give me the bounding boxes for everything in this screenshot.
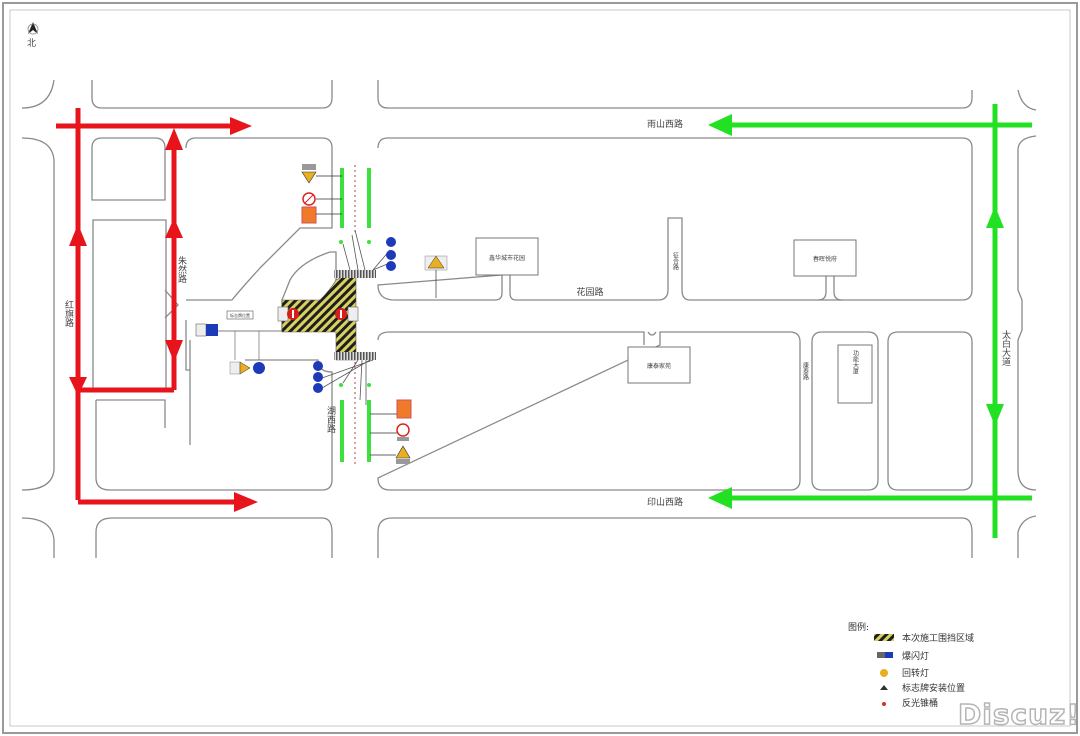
green-lane-divider	[367, 400, 371, 462]
building-kangtai: 康泰家苑	[627, 346, 691, 384]
blue-direction-sign-icon	[313, 361, 323, 393]
building-label: 康泰家苑	[647, 362, 671, 370]
sign-mount-icon	[880, 685, 888, 690]
road-label-west-inner: 朱然路	[176, 255, 187, 284]
building-label: 鑫华城市花园	[489, 254, 525, 262]
cone-marker	[367, 383, 371, 387]
road-label-east: 太白大道	[1000, 329, 1011, 367]
no-turn-sign-icon	[370, 423, 410, 441]
road-label-center-south: 湖西路	[325, 406, 336, 434]
road-label-side-north: 征合路	[672, 251, 679, 271]
detour-route-west	[56, 108, 258, 512]
legend-label: 本次施工围挡区域	[902, 632, 974, 644]
rotating-light-icon	[880, 669, 888, 677]
flash-light-icon	[877, 652, 893, 658]
lane-closed-sign-icon	[301, 206, 342, 224]
warning-sign-icon	[424, 255, 448, 298]
road-label-side-south: 康泰路	[802, 361, 809, 381]
flash-light-icon	[335, 306, 359, 322]
legend-title: 图例:	[848, 621, 869, 633]
road-label-north: 雨山西路	[647, 118, 683, 130]
north-arrow-icon	[27, 22, 39, 35]
lane-closed-sign-icon	[370, 399, 412, 419]
barrier-south	[334, 352, 376, 360]
road-label-west: 红旗路	[63, 299, 74, 328]
road-label-south: 印山西路	[647, 496, 683, 508]
road-network	[21, 79, 1037, 558]
watermark: Discuz!	[957, 697, 1080, 732]
north-label: 北	[27, 38, 36, 49]
green-lane-divider	[340, 400, 344, 462]
flash-light-icon	[195, 323, 282, 337]
warning-sign-icon	[370, 445, 411, 464]
legend: 图例: 本次施工围挡区域 爆闪灯 回转灯 标志牌安装位置 反光锥桶	[848, 621, 974, 709]
warning-sign-icon	[301, 164, 342, 184]
building-label: 春晖悦府	[813, 255, 837, 263]
detour-route-east	[708, 104, 1032, 538]
legend-label: 爆闪灯	[902, 650, 929, 662]
building-xinhua: 鑫华城市花园	[475, 237, 539, 276]
green-lane-divider	[340, 168, 344, 228]
legend-label: 回转灯	[902, 667, 929, 679]
legend-label: 反光锥桶	[902, 697, 938, 709]
building-chunhui: 春晖悦府	[793, 239, 857, 277]
blue-direction-sign-icon	[386, 237, 396, 271]
flash-light-icon	[277, 306, 299, 322]
cone-marker	[339, 383, 343, 387]
cone-marker	[367, 240, 371, 244]
svg-text:标志牌位置: 标志牌位置	[230, 312, 250, 318]
barrier-north	[334, 270, 376, 278]
warning-sign-icon	[229, 361, 265, 375]
green-lane-divider	[367, 168, 371, 228]
reflective-cone-icon	[882, 702, 886, 706]
cone-marker	[339, 240, 343, 244]
building-label: 功能大厦	[852, 349, 859, 374]
no-turn-sign-icon	[302, 192, 342, 206]
building-gongneng: 功能大厦	[837, 344, 873, 404]
legend-label: 标志牌安装位置	[902, 682, 965, 694]
sign-position-callout: 标志牌位置	[226, 310, 260, 360]
map-inner-border	[9, 9, 1071, 727]
road-label-middle: 花园路	[576, 286, 603, 298]
hatch-zone-icon	[874, 634, 894, 641]
